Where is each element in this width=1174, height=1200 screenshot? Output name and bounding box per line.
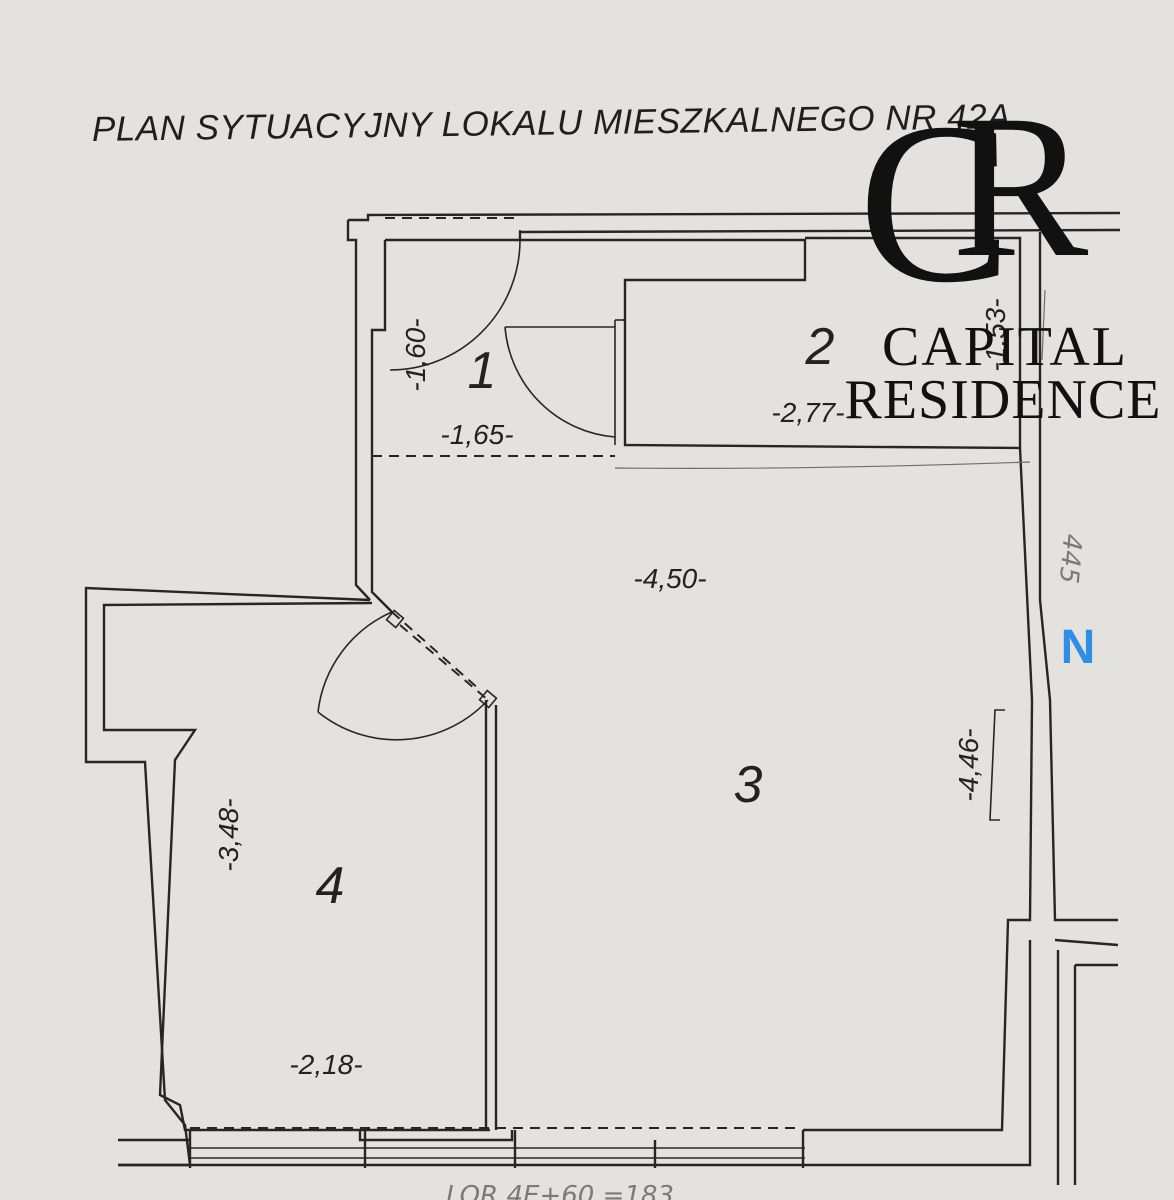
handwritten-note-bottom: LOR 4E+60 =183: [446, 1181, 674, 1200]
dim-room4-width: -2,18-: [289, 1049, 362, 1080]
dim-room1-height: -1,60-: [400, 318, 431, 391]
capital-residence-logo: C R CAPITAL RESIDENCE: [845, 73, 1162, 431]
room-number-4: 4: [316, 857, 345, 915]
north-marker: N: [1061, 621, 1096, 674]
pencil-marks: [614, 289, 1046, 469]
dim-room4-height: -3,48-: [213, 798, 244, 871]
dim-room2-height: -1,53-: [980, 298, 1011, 371]
door-swings: [317, 230, 616, 741]
room-number-3: 3: [734, 756, 763, 814]
logo-monogram-r: R: [952, 73, 1089, 300]
logo-line-capital: CAPITAL: [882, 316, 1128, 378]
room-number-2: 2: [805, 318, 835, 376]
dim-room1-width: -1,65-: [440, 419, 513, 450]
dim-room2-width: -2,77-: [771, 397, 844, 428]
logo-line-residence: RESIDENCE: [845, 369, 1162, 431]
handwritten-note-right: 445: [1053, 533, 1087, 585]
dim-room3-width: -4,50-: [633, 563, 706, 594]
dashed-boundaries: [190, 217, 800, 1129]
room-number-1: 1: [468, 342, 497, 400]
logo-monogram-c: C: [858, 75, 1011, 330]
dim-room3-height: -4,46-: [953, 728, 984, 801]
walls: [84, 211, 1121, 1185]
